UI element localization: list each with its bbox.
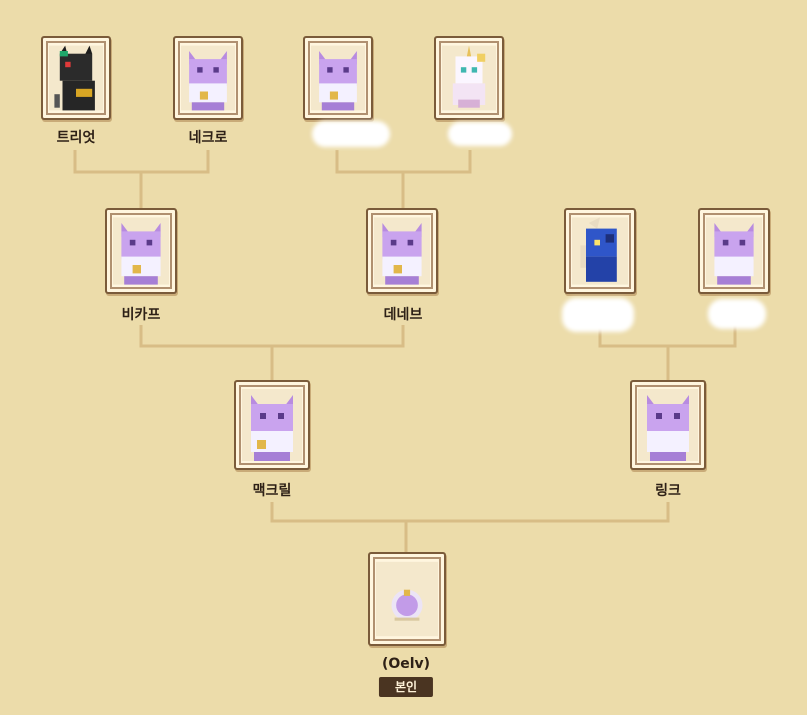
parent-name: 맥크릴 [252, 483, 292, 499]
purple-cat-icon [311, 45, 365, 111]
purple-cat-icon [638, 389, 698, 461]
redacted-name [448, 122, 512, 146]
ancestor-card-hidden-1[interactable] [303, 36, 373, 120]
parent-card-link[interactable] [630, 380, 706, 470]
redacted-name [708, 299, 766, 329]
blue-horned-icon [572, 217, 628, 285]
ancestor-card-hidden-2[interactable] [434, 36, 504, 120]
ancestor-card-triet[interactable] [41, 36, 111, 120]
redacted-name [562, 298, 634, 332]
grandparent-name: 데네브 [383, 307, 423, 323]
self-badge: 본인 [378, 677, 434, 697]
grandparent-card-hidden-2[interactable] [698, 208, 770, 294]
purple-cat-icon [706, 217, 762, 285]
purple-cat-icon [242, 389, 302, 461]
self-card[interactable] [368, 552, 446, 646]
grandparent-card-bikaf[interactable] [105, 208, 177, 294]
ancestor-name: 트리엇 [56, 130, 96, 146]
black-dragon-icon [49, 45, 103, 111]
grandparent-card-hidden-1[interactable] [564, 208, 636, 294]
purple-cat-icon [113, 217, 169, 285]
parent-card-mackrill[interactable] [234, 380, 310, 470]
purple-cat-icon [181, 45, 235, 111]
ancestor-card-necro[interactable] [173, 36, 243, 120]
parent-name: 링크 [655, 483, 681, 499]
egg-icon [376, 561, 438, 637]
grandparent-card-deneb[interactable] [366, 208, 438, 294]
self-name: (Oelv) [381, 656, 431, 672]
redacted-name [312, 121, 390, 147]
grandparent-name: 비카프 [121, 307, 161, 323]
ancestor-name: 네크로 [188, 130, 228, 146]
purple-cat-icon [374, 217, 430, 285]
white-unicorn-icon [442, 45, 496, 111]
